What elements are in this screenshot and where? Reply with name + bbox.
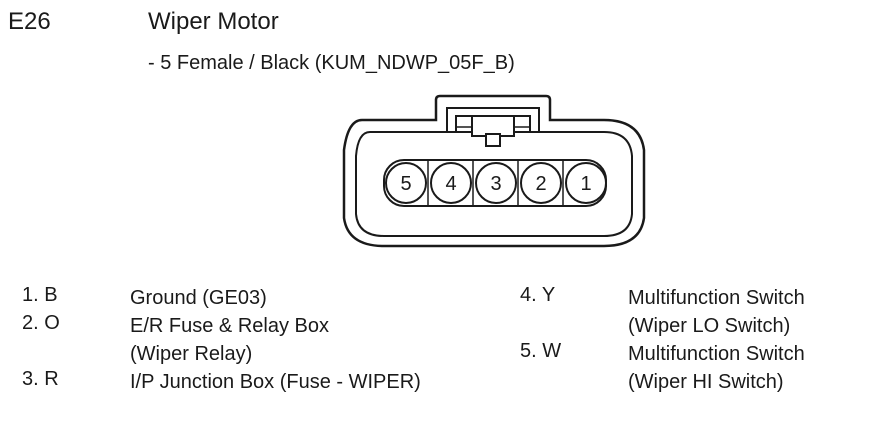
pin-description-line: (Wiper Relay) xyxy=(130,343,253,365)
lock-latch-key xyxy=(485,133,501,147)
pin-description-line: (Wiper HI Switch) xyxy=(628,371,784,393)
connector-code: E26 xyxy=(8,8,51,35)
cavity-label-1: 1 xyxy=(580,173,591,195)
cavity-3 xyxy=(475,162,517,204)
pin-description-line: Multifunction Switch xyxy=(628,343,805,365)
cavity-5 xyxy=(385,162,427,204)
pin-description-line: Multifunction Switch xyxy=(628,287,805,309)
pin-description: Multifunction Switch (Wiper HI Switch) xyxy=(628,340,805,396)
cavity-label-4: 4 xyxy=(445,173,456,195)
pin-number: 3. R xyxy=(22,368,59,390)
pin-description-line: Ground (GE03) xyxy=(130,287,267,309)
pin-number: 1. B xyxy=(22,284,58,306)
pin-description: Multifunction Switch (Wiper LO Switch) xyxy=(628,284,805,340)
lock-tab xyxy=(446,107,540,132)
component-title: Wiper Motor xyxy=(148,8,279,35)
cavity-label-2: 2 xyxy=(535,173,546,195)
pin-description-line: E/R Fuse & Relay Box xyxy=(130,315,329,337)
pin-description: I/P Junction Box (Fuse - WIPER) xyxy=(130,368,421,396)
cavity-1 xyxy=(565,162,607,204)
cavity-label-3: 3 xyxy=(490,173,501,195)
pin-description-line: (Wiper LO Switch) xyxy=(628,315,791,337)
connector-housing-outer xyxy=(342,94,646,248)
connector-housing-inner xyxy=(355,131,633,237)
pin-number: 5. W xyxy=(520,340,562,362)
connector-subtitle: - 5 Female / Black (KUM_NDWP_05F_B) xyxy=(148,52,515,74)
pin-description: E/R Fuse & Relay Box (Wiper Relay) xyxy=(130,312,329,368)
pin-number: 2. O xyxy=(22,312,60,334)
pin-description: Ground (GE03) xyxy=(130,284,267,312)
cavity-2 xyxy=(520,162,562,204)
cavity-label-5: 5 xyxy=(400,173,411,195)
cavity-4 xyxy=(430,162,472,204)
pin-description-line: I/P Junction Box (Fuse - WIPER) xyxy=(130,371,421,393)
pin-number: 4. Y xyxy=(520,284,556,306)
